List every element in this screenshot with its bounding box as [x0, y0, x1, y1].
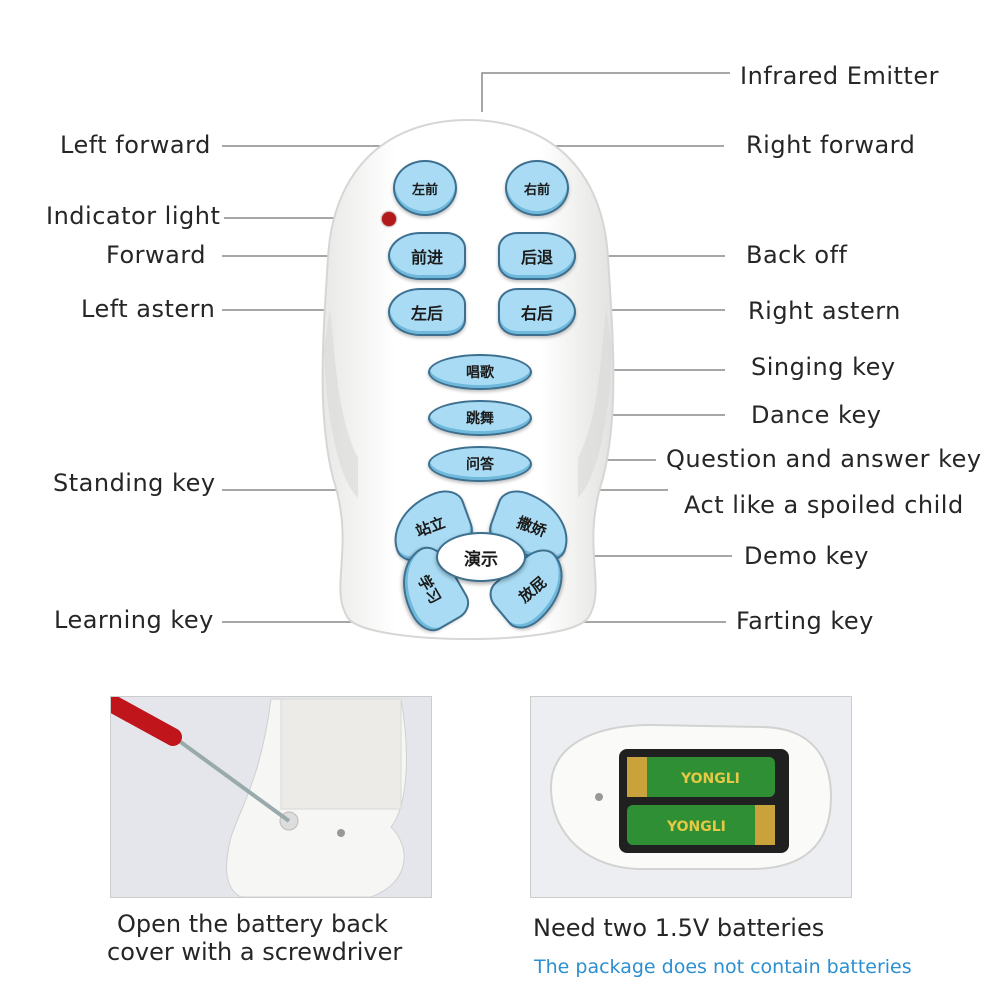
back-button[interactable]: 后退: [498, 232, 576, 280]
label-demo-key: Demo key: [744, 542, 869, 570]
indicator-light: [382, 212, 396, 226]
caption-no-batteries-note: The package does not contain batteries: [534, 956, 912, 978]
qa-button[interactable]: 问答: [428, 446, 532, 482]
right-astern-button[interactable]: 右后: [498, 288, 576, 336]
label-back-off: Back off: [746, 241, 848, 269]
label-indicator-light: Indicator light: [46, 202, 221, 230]
label-question-answer-key: Question and answer key: [666, 445, 982, 473]
label-singing-key: Singing key: [751, 353, 896, 381]
label-farting-key: Farting key: [736, 607, 874, 635]
label-dance-key: Dance key: [751, 401, 882, 429]
left-astern-button[interactable]: 左后: [388, 288, 466, 336]
photo-screwdriver-illustration: [111, 697, 431, 897]
right-forward-button[interactable]: 右前: [505, 160, 569, 216]
photo-batteries: YONGLI YONGLI: [530, 696, 852, 898]
caption-batteries: Need two 1.5V batteries: [533, 914, 825, 942]
label-right-forward: Right forward: [746, 131, 916, 159]
dance-button[interactable]: 跳舞: [428, 400, 532, 436]
caption-screwdriver-line1: Open the battery back: [117, 910, 389, 938]
line-infrared: [481, 72, 730, 112]
battery-brand-top: YONGLI: [680, 771, 740, 787]
label-standing-key: Standing key: [53, 469, 216, 497]
demo-button[interactable]: 演示: [436, 532, 526, 582]
photo-batteries-illustration: YONGLI YONGLI: [531, 697, 851, 897]
label-learning-key: Learning key: [54, 606, 214, 634]
label-right-astern: Right astern: [748, 297, 901, 325]
sing-button[interactable]: 唱歌: [428, 354, 532, 390]
label-forward: Forward: [106, 241, 207, 269]
battery-brand-bottom: YONGLI: [666, 819, 726, 835]
label-left-astern: Left astern: [81, 295, 216, 323]
caption-screwdriver-line2: cover with a screwdriver: [107, 938, 403, 966]
forward-button[interactable]: 前进: [388, 232, 466, 280]
label-spoiled-child: Act like a spoiled child: [684, 491, 964, 519]
left-forward-button[interactable]: 左前: [393, 160, 457, 216]
label-infrared-emitter: Infrared Emitter: [740, 62, 939, 90]
label-left-forward: Left forward: [60, 131, 211, 159]
photo-screwdriver: [110, 696, 432, 898]
